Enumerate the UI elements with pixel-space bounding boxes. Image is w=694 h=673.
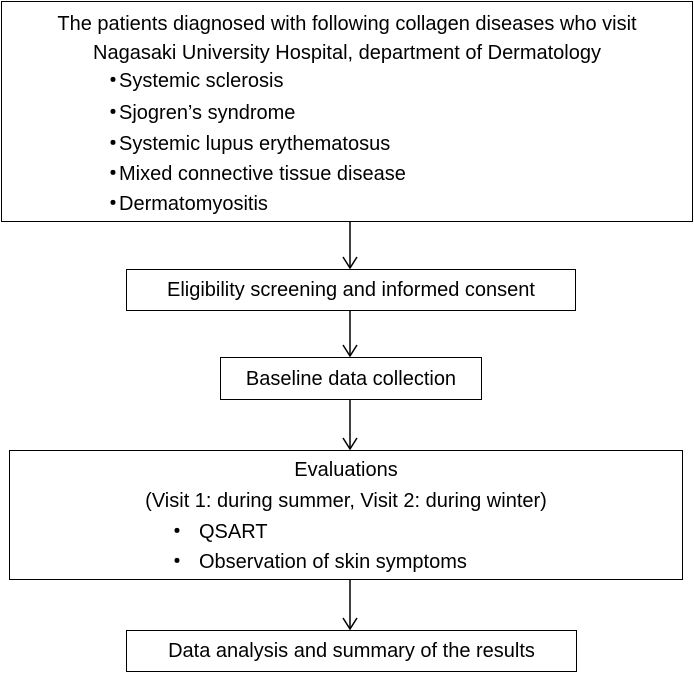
arrow-3 [342,400,358,451]
disease-label: Systemic sclerosis [119,70,284,92]
baseline-label: Baseline data collection [245,368,457,390]
analysis-box: Data analysis and summary of the results [126,630,577,672]
eligibility-box: Eligibility screening and informed conse… [126,269,576,311]
patients-box: The patients diagnosed with following co… [1,1,693,222]
disease-item: ・Systemic sclerosis [103,66,283,96]
bullet-icon: ・ [103,133,123,155]
analysis-label: Data analysis and summary of the results [168,640,535,662]
bullet-icon: ・ [167,521,187,543]
evaluation-item: ・ QSART [167,517,268,547]
evaluations-subtitle: (Visit 1: during summer, Visit 2: during… [145,490,547,512]
evaluation-label: Observation of skin symptoms [199,551,467,573]
eligibility-label: Eligibility screening and informed conse… [167,279,535,301]
arrow-2 [342,311,358,358]
disease-label: Mixed connective tissue disease [119,163,406,185]
patients-title-line2: Nagasaki University Hospital, department… [93,42,601,64]
disease-item: ・Sjogren’s syndrome [103,98,295,128]
evaluations-title: Evaluations [294,459,398,481]
evaluation-item: ・ Observation of skin symptoms [167,547,467,577]
patients-title-line1: The patients diagnosed with following co… [57,13,637,35]
evaluations-box: Evaluations (Visit 1: during summer, Vis… [9,450,683,580]
bullet-icon: ・ [103,102,123,124]
bullet-icon: ・ [167,551,187,573]
disease-label: Systemic lupus erythematosus [119,133,391,155]
disease-item: ・Mixed connective tissue disease [103,159,406,189]
disease-label: Sjogren’s syndrome [119,102,296,124]
disease-item: ・Dermatomyositis [103,189,268,219]
evaluation-label: QSART [199,521,268,543]
disease-label: Dermatomyositis [119,193,268,215]
bullet-icon: ・ [103,163,123,185]
bullet-icon: ・ [103,70,123,92]
arrow-1 [342,222,358,270]
bullet-icon: ・ [103,193,123,215]
arrow-4 [342,580,358,631]
disease-item: ・Systemic lupus erythematosus [103,129,390,159]
baseline-box: Baseline data collection [220,357,482,400]
